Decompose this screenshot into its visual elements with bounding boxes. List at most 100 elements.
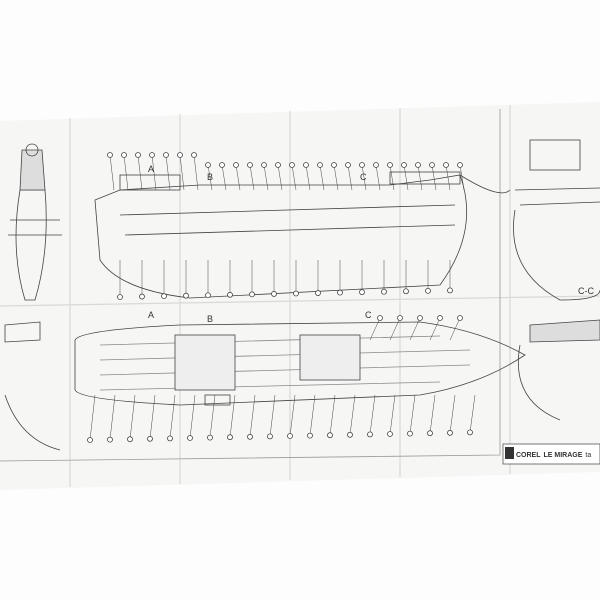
callout-circle — [205, 292, 211, 299]
callout-circle — [429, 162, 435, 168]
callout-circle — [373, 162, 379, 168]
callout-circle — [219, 162, 225, 168]
section-views — [4, 139, 600, 451]
callout-circle — [287, 433, 293, 439]
leader-line — [149, 394, 156, 439]
callout-circle — [149, 152, 155, 158]
leader-line — [189, 394, 196, 439]
leader-line — [207, 164, 213, 191]
leader-line — [129, 394, 136, 440]
leader-line — [109, 394, 116, 440]
leader-line — [151, 154, 157, 191]
leader-line — [309, 394, 316, 436]
callout-circle — [387, 162, 393, 168]
callout-circle — [467, 429, 473, 436]
leader-line — [289, 394, 296, 437]
callout-circle — [167, 435, 173, 442]
callout-circle — [457, 315, 463, 321]
leader-line — [291, 164, 297, 191]
corel-logo-icon — [505, 447, 514, 459]
leader-line — [229, 394, 236, 438]
leader-line — [137, 154, 143, 191]
leader-line — [165, 154, 171, 191]
callout-circle — [437, 315, 443, 321]
callout-circle — [415, 162, 421, 168]
section-b-top: B — [207, 172, 213, 182]
callout-circle — [381, 288, 387, 295]
stern-view — [8, 143, 62, 301]
callout-circle — [271, 291, 277, 297]
callout-circle — [261, 162, 267, 168]
callout-circle — [417, 315, 423, 321]
callout-circle — [267, 433, 273, 440]
leader-line — [375, 164, 381, 191]
section-a-top: A — [148, 164, 154, 174]
callout-circle — [347, 431, 353, 438]
brand-logo-text: COREL — [516, 452, 541, 459]
callout-circle — [317, 162, 323, 168]
callout-circle — [427, 430, 433, 437]
callout-circle — [403, 288, 409, 295]
callout-circle — [249, 291, 255, 298]
callout-circle — [457, 162, 463, 168]
leader-line — [347, 164, 353, 191]
callout-circle — [447, 429, 453, 436]
leader-line — [333, 164, 339, 191]
callout-circle — [407, 430, 413, 437]
leader-line — [389, 164, 395, 191]
leader-line — [417, 164, 423, 191]
leader-line — [431, 164, 437, 191]
callout-circle — [331, 162, 337, 168]
leader-line — [249, 394, 256, 437]
callout-circle — [275, 162, 281, 168]
leader-line — [329, 394, 336, 436]
callout-circle — [121, 152, 127, 158]
callout-circle — [387, 431, 393, 437]
callout-circle — [205, 162, 211, 168]
callout-circle — [107, 152, 113, 158]
callout-circle — [303, 162, 309, 168]
fold-lines — [0, 105, 600, 487]
leader-line — [409, 317, 421, 341]
callout-circle — [401, 162, 407, 168]
callout-circle — [247, 162, 253, 168]
section-c-bottom: C — [365, 310, 372, 320]
section-b-bottom: B — [207, 314, 213, 324]
callout-circle — [135, 152, 141, 158]
leader-line — [235, 164, 241, 191]
leader-line — [221, 164, 227, 191]
leader-line — [449, 394, 456, 433]
leader-line — [269, 394, 276, 437]
title-block: COREL LE MIRAGE ta — [502, 443, 600, 465]
leader-line — [449, 317, 461, 341]
callout-circle — [107, 436, 113, 443]
leader-line — [209, 394, 216, 438]
callout-circle — [359, 289, 365, 296]
callout-circle — [447, 287, 453, 294]
callout-circle — [163, 152, 169, 158]
leader-line — [89, 394, 96, 441]
leader-line — [369, 317, 381, 341]
callout-circle — [315, 290, 321, 296]
callout-leaders — [87, 152, 476, 443]
paper-sheet — [0, 102, 600, 490]
callout-circle — [139, 293, 145, 300]
leader-line — [305, 164, 311, 191]
leader-line — [179, 154, 185, 191]
callout-circle — [161, 293, 167, 300]
callout-circle — [377, 315, 383, 321]
callout-circle — [183, 292, 189, 299]
callout-circle — [293, 290, 299, 297]
callout-circle — [87, 437, 93, 443]
leader-line — [389, 317, 401, 341]
plan-title: LE MIRAGE — [544, 452, 583, 459]
callout-circle — [345, 162, 351, 168]
leader-line — [169, 394, 176, 439]
callout-circle — [233, 162, 239, 168]
leader-line — [389, 394, 396, 435]
leader-line — [361, 164, 367, 191]
leader-line — [409, 394, 416, 434]
leader-line — [319, 164, 325, 191]
callout-circle — [247, 433, 253, 440]
leader-line — [429, 317, 441, 341]
